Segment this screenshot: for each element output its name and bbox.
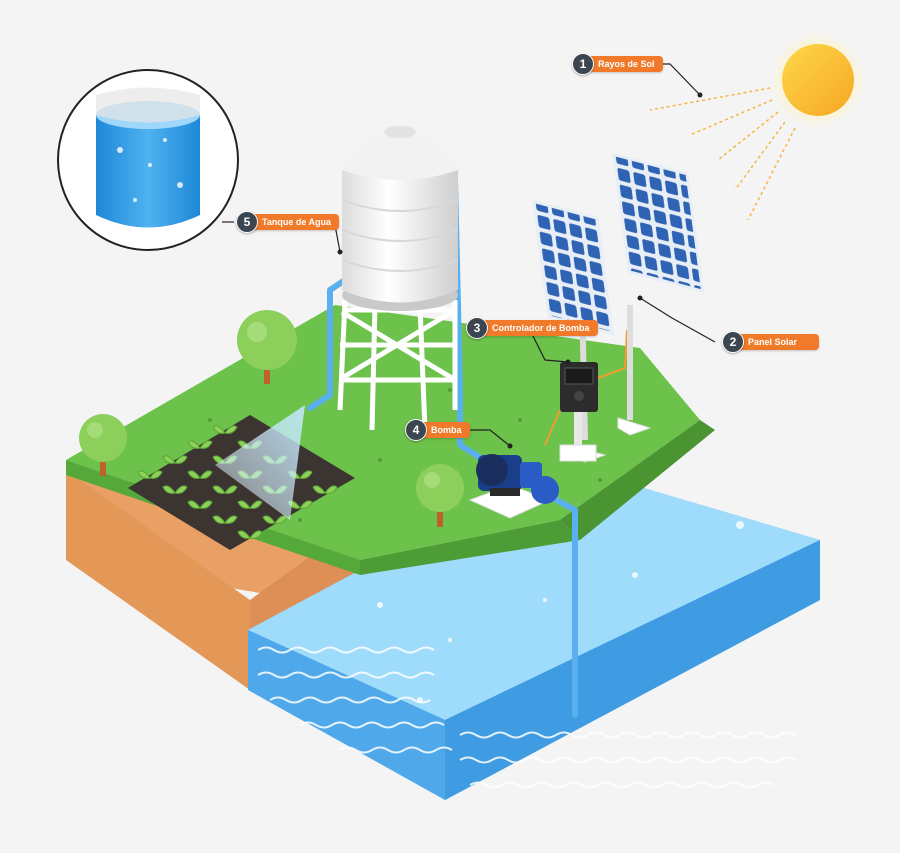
callout-label: Tanque de Agua [250,214,340,230]
callout-number: 4 [405,419,427,441]
callout-label: Controlador de Bomba [480,320,598,336]
callout-label: Rayos de Sol [586,56,663,72]
water-reservoir [248,475,820,800]
pump-controller-icon [559,362,598,462]
solar-panel-icon [531,152,705,463]
callout-pump: 4 Bomba [405,419,470,441]
callout-number: 1 [572,53,594,75]
callout-number: 5 [236,211,258,233]
tree-icon [79,414,127,476]
tree-icon [237,310,297,384]
tree-icon [416,464,464,527]
callout-pump-controller: 3 Controlador de Bomba [466,317,598,339]
callout-number: 3 [466,317,488,339]
water-tank-icon [341,126,459,311]
callout-water-tank: 5 Tanque de Agua [236,211,340,233]
callout-sun-rays: 1 Rayos de Sol [572,53,663,75]
callout-label: Panel Solar [736,334,820,350]
callout-solar-panel: 2 Panel Solar [722,331,820,353]
pump-icon [468,454,559,519]
sun-rays [649,87,796,221]
callout-number: 2 [722,331,744,353]
irrigation-spray [215,405,305,520]
sun-icon [770,32,866,128]
callout-label: Bomba [419,422,470,438]
tank-interior-zoom [57,69,239,251]
crop-bed [128,405,355,550]
power-cables [544,329,628,446]
plant-icon [137,425,338,539]
water-tower-stand [337,299,458,431]
